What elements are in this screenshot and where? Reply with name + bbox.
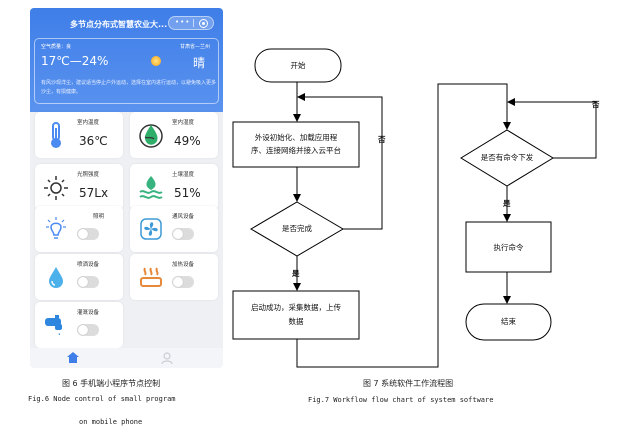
sensor-card-indoor-temp[interactable]: 室内温度 36℃: [35, 112, 123, 158]
capsule-divider: [193, 19, 194, 27]
mobile-app-screenshot: 多节点分布式智慧农业大... ••• 空气质量：良 甘肃省—兰州 17℃—24%…: [30, 8, 223, 368]
ventilation-toggle[interactable]: [172, 228, 194, 240]
faucet-icon: [45, 315, 62, 336]
fig7-caption-cn: 图 7 系统软件工作流程图: [363, 379, 454, 388]
init-label-line1: 外设初始化、加载应用程: [254, 133, 338, 142]
device-label: 通风设备: [172, 214, 195, 220]
sensor-card-soil[interactable]: 土壤湿度 51%: [130, 164, 218, 210]
device-card-lighting[interactable]: 照明: [35, 206, 123, 252]
device-label: 加热设备: [172, 262, 195, 268]
fig6-caption-cn: 图 6 手机端小程序节点控制: [62, 379, 161, 388]
end-label: 结束: [501, 317, 516, 326]
app-header: 多节点分布式智慧农业大... ••• 空气质量：良 甘肃省—兰州 17℃—24%…: [30, 8, 223, 112]
sprayer-toggle[interactable]: [77, 276, 99, 288]
more-icon[interactable]: •••: [175, 18, 191, 26]
heater-icon: [140, 267, 162, 287]
sensor-value: 57Lx: [79, 186, 109, 200]
app-title: 多节点分布式智慧农业大...: [70, 20, 168, 29]
fig6-caption-en-line2: on mobile phone: [79, 418, 143, 426]
arrow-decision-no-loop: [297, 93, 383, 230]
sensor-value: 49%: [174, 134, 201, 148]
sensor-label: 土壤湿度: [172, 172, 195, 178]
heater-toggle[interactable]: [172, 276, 194, 288]
fan-icon: [140, 218, 162, 240]
device-card-ventilation[interactable]: 通风设备: [130, 206, 218, 252]
mini-program-capsule[interactable]: •••: [168, 16, 214, 30]
sensor-value: 36℃: [79, 134, 108, 148]
irrigation-toggle[interactable]: [77, 324, 99, 336]
sensor-label: 室内湿度: [172, 120, 195, 126]
complete-decision-label: 是否完成: [282, 224, 312, 233]
sensor-card-light[interactable]: 光照强度 57Lx: [35, 164, 123, 210]
sun-icon: [44, 176, 68, 200]
fig6-caption-en-line1: Fig.6 Node control of small program: [28, 395, 176, 403]
collect-label-line1: 启动成功，采集数据，上传: [251, 303, 341, 312]
sensor-value: 51%: [174, 186, 201, 200]
close-target-icon[interactable]: [199, 19, 208, 28]
bottom-tabbar: [30, 348, 223, 368]
device-card-irrigation[interactable]: 灌溉设备: [35, 302, 123, 348]
sensor-label: 光照强度: [77, 172, 100, 178]
sprayer-icon: [49, 267, 63, 288]
temperature-range: 17℃—24%: [41, 54, 109, 68]
execute-label: 执行命令: [493, 243, 524, 252]
start-label: 开始: [290, 61, 306, 70]
command-decision-label: 是否有命令下发: [480, 153, 534, 162]
home-tab-icon[interactable]: [66, 351, 80, 365]
humidity-icon: [139, 124, 163, 148]
air-quality: 空气质量：良: [41, 44, 72, 50]
flow2-no-label: 否: [592, 100, 600, 109]
thermometer-icon: [51, 122, 61, 148]
sensor-label: 室内温度: [77, 120, 100, 126]
device-card-heater[interactable]: 加热设备: [130, 254, 218, 300]
weather-sun-icon: [151, 56, 161, 66]
sensor-card-indoor-humidity[interactable]: 室内湿度 49%: [130, 112, 218, 158]
weather-tip: 有风沙现洋尘，建议适当停止户外运动，选择在室内进行运动，以避免吸入更多沙尘，有损…: [41, 80, 217, 95]
device-label: 灌溉设备: [77, 310, 100, 316]
lighting-toggle[interactable]: [77, 228, 99, 240]
collect-label-line2: 数据: [288, 317, 304, 326]
device-label: 喷洒设备: [77, 262, 100, 268]
weather-condition: 晴: [193, 56, 206, 70]
weather-panel: 空气质量：良 甘肃省—兰州 17℃—24% 晴 有风沙现洋尘，建议适当停止户外运…: [34, 38, 219, 104]
device-card-sprayer[interactable]: 喷洒设备: [35, 254, 123, 300]
device-label: 照明: [93, 214, 105, 220]
flow2-yes-label: 是: [503, 199, 511, 208]
location: 甘肃省—兰州: [179, 44, 210, 50]
profile-tab-icon[interactable]: [160, 351, 174, 365]
init-label-line2: 序、连接网络并接入云平台: [251, 146, 341, 155]
fig7-caption-en: Fig.7 Workflow flow chart of system soft…: [308, 396, 494, 404]
flow1-no-label: 否: [378, 135, 386, 144]
light-icon: [46, 217, 66, 239]
arrow-command-no-loop: [507, 98, 597, 159]
soil-icon: [139, 176, 163, 199]
flow1-yes-label: 是: [292, 269, 300, 278]
